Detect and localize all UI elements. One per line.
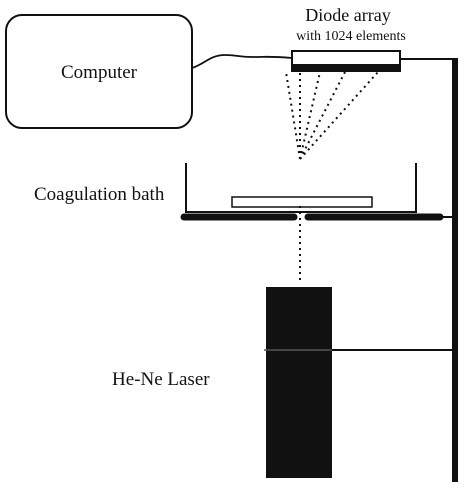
diode-array-title: Diode array xyxy=(305,5,390,25)
support-pole xyxy=(452,58,458,482)
computer-box xyxy=(5,14,193,129)
coagulation-bath-label: Coagulation bath xyxy=(34,184,165,205)
diffraction-rays xyxy=(285,71,379,160)
computer-label: Computer xyxy=(61,62,138,83)
laser-label: He-Ne Laser xyxy=(112,369,210,390)
diode-array xyxy=(291,50,401,72)
sample-film xyxy=(231,196,373,208)
diode-array-subtitle: with 1024 elements xyxy=(296,29,406,44)
computer-cable xyxy=(191,54,293,69)
laser-body xyxy=(266,287,332,478)
coagulation-bath xyxy=(185,163,417,213)
